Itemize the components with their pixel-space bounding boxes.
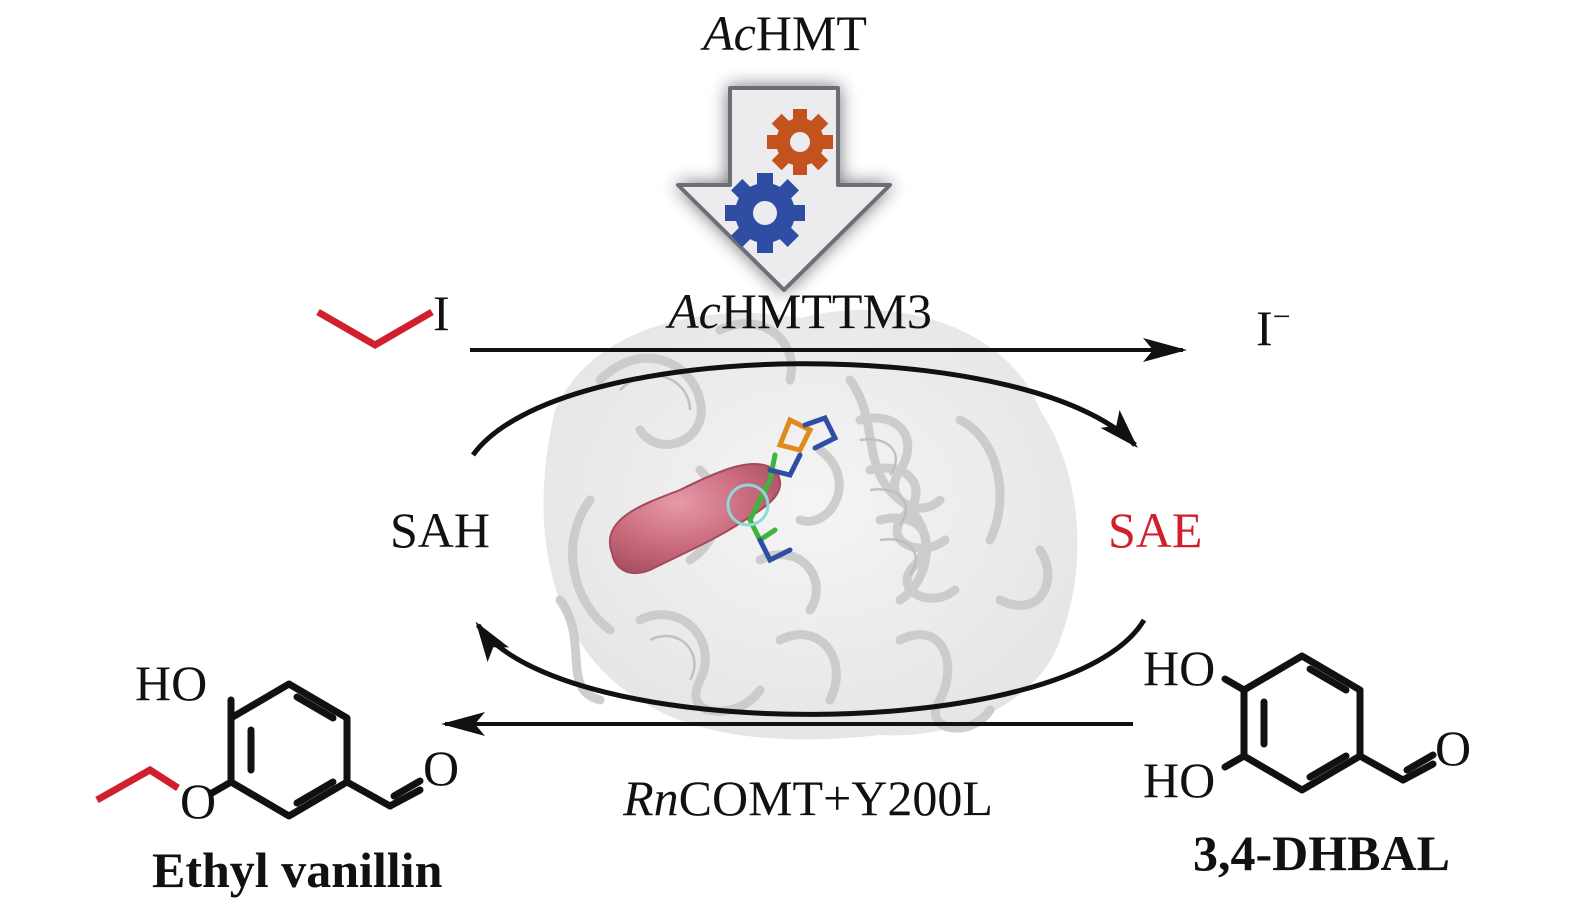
product-ether-o-label: O [180, 773, 216, 829]
cofactor-right-label: SAE [1108, 502, 1202, 558]
enzyme-bottom-label: RnCOMT+Y200L [622, 770, 993, 826]
dhbal-structure [1221, 652, 1437, 794]
gear-icon-blue [725, 173, 805, 253]
substrate-ho-top-label: HO [1143, 640, 1215, 696]
substrate-aldehyde-o-label: O [1435, 720, 1471, 776]
ligand-sticks [726, 414, 839, 564]
product-aldehyde-o-label: O [423, 740, 459, 796]
product-ho-label: HO [135, 655, 207, 711]
cofactor-left-label: SAH [390, 502, 490, 558]
ethyl-vanillin-structure [208, 680, 424, 820]
iodide-ion-label: I− [1256, 298, 1291, 356]
enzyme-mutant-label: AcHMTTM3 [665, 283, 932, 339]
ethyl-group-product [95, 765, 180, 804]
iodine-label: I [433, 285, 450, 341]
product-name: Ethyl vanillin [152, 842, 443, 898]
ethyl-group-reagent [316, 308, 434, 350]
protein-structure [543, 309, 1078, 740]
substrate-name: 3,4-DHBAL [1193, 825, 1450, 881]
gear-icon-orange [767, 109, 833, 175]
substrate-ho-bottom-label: HO [1143, 752, 1215, 808]
binding-pocket [608, 462, 782, 575]
enzyme-top-label: AcHMT [700, 5, 867, 61]
cycle-arc-upper [470, 361, 1138, 457]
cycle-arc-lower [475, 618, 1147, 717]
